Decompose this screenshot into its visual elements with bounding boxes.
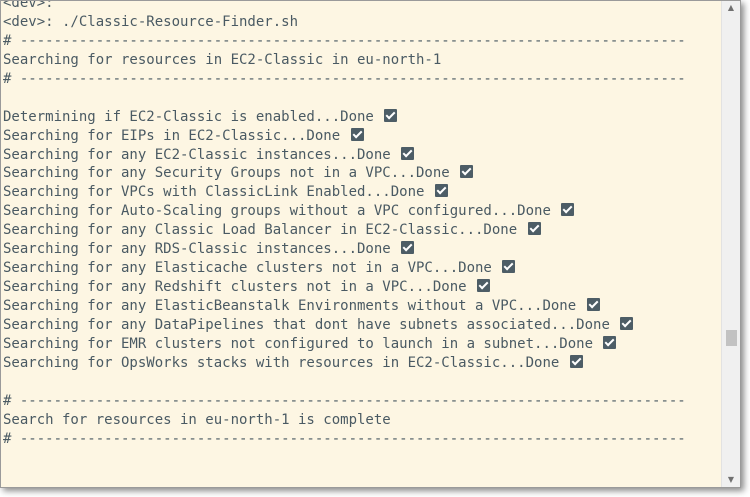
terminal-line	[3, 89, 721, 108]
terminal-line: Search for resources in eu-north-1 is co…	[3, 411, 721, 430]
check-box-icon	[460, 165, 474, 179]
terminal-line-text: Searching for Auto-Scaling groups withou…	[3, 203, 551, 220]
terminal-line-text: Searching for any Redshift clusters not …	[3, 279, 467, 296]
terminal-line-text: <dev>:	[3, 0, 54, 11]
terminal-line: Searching for any Redshift clusters not …	[3, 278, 721, 297]
terminal-line-text: Searching for any ElasticBeanstalk Envir…	[3, 298, 577, 314]
terminal-line: # --------------------------------------…	[3, 32, 721, 51]
check-box-icon	[401, 146, 415, 160]
scroll-down-icon[interactable]: ▼	[727, 475, 735, 484]
terminal-line-text: # --------------------------------------…	[3, 392, 686, 409]
scroll-up-icon[interactable]: ▲	[727, 3, 735, 12]
terminal-line: Searching for any Classic Load Balancer …	[3, 221, 721, 240]
terminal-window: <dev>: <dev>: ./Classic-Resource-Finder.s…	[0, 0, 741, 488]
terminal-line-text: Searching for any Elasticache clusters n…	[3, 260, 492, 277]
terminal-line: Searching for any EC2-Classic instances.…	[3, 146, 721, 165]
terminal-line: Determining if EC2-Classic is enabled...…	[3, 108, 721, 127]
scrollbar-thumb[interactable]	[726, 330, 737, 346]
check-box-icon	[603, 335, 617, 349]
terminal-line: # --------------------------------------…	[3, 430, 721, 449]
terminal-line-text: Searching for OpsWorks stacks with resou…	[3, 354, 560, 371]
terminal-line: Searching for EMR clusters not configure…	[3, 335, 721, 354]
check-box-icon	[569, 354, 583, 368]
terminal-line: Searching for any Security Groups not in…	[3, 164, 721, 183]
terminal-line-text: Searching for resources in EC2-Classic i…	[3, 51, 442, 68]
check-box-icon	[620, 316, 634, 330]
terminal-line-text: # --------------------------------------…	[3, 70, 686, 87]
terminal-line: <dev>: ./Classic-Resource-Finder.sh	[3, 13, 721, 32]
check-box-icon	[561, 203, 575, 217]
check-box-icon	[527, 222, 541, 236]
check-box-icon	[477, 279, 491, 293]
terminal-line-text: Searching for any Security Groups not in…	[3, 165, 450, 182]
terminal-line-text: # --------------------------------------…	[3, 430, 686, 447]
terminal-line-text: Searching for any RDS-Classic instances.…	[3, 241, 391, 258]
vertical-scrollbar[interactable]: ▲ ▼	[721, 1, 740, 487]
terminal-line-text: Searching for any EC2-Classic instances.…	[3, 146, 391, 163]
terminal-line: <dev>:	[3, 0, 721, 13]
check-box-icon	[401, 241, 415, 255]
check-box-icon	[384, 108, 398, 122]
terminal-line: Searching for VPCs with ClassicLink Enab…	[3, 183, 721, 202]
terminal-output[interactable]: <dev>: <dev>: ./Classic-Resource-Finder.s…	[3, 0, 721, 449]
terminal-line-text: <dev>: ./Classic-Resource-Finder.sh	[3, 13, 299, 30]
terminal-line-text: Searching for EIPs in EC2-Classic...Done	[3, 127, 341, 144]
terminal-line-text: Searching for any Classic Load Balancer …	[3, 222, 518, 239]
terminal-line	[3, 373, 721, 392]
terminal-line: Searching for any DataPipelines that don…	[3, 316, 721, 335]
terminal-line: Searching for OpsWorks stacks with resou…	[3, 354, 721, 373]
terminal-line: # --------------------------------------…	[3, 392, 721, 411]
terminal-line: Searching for resources in EC2-Classic i…	[3, 51, 721, 70]
terminal-line-text: Searching for any DataPipelines that don…	[3, 316, 610, 333]
terminal-line-text: Searching for VPCs with ClassicLink Enab…	[3, 184, 425, 201]
terminal-line: Searching for EIPs in EC2-Classic...Done	[3, 127, 721, 146]
check-box-icon	[502, 260, 516, 274]
terminal-line: Searching for any Elasticache clusters n…	[3, 259, 721, 278]
terminal-line-text: Determining if EC2-Classic is enabled...…	[3, 108, 374, 125]
terminal-line: # --------------------------------------…	[3, 70, 721, 89]
terminal-line-text: Searching for EMR clusters not configure…	[3, 335, 594, 352]
check-box-icon	[586, 298, 600, 311]
terminal-line-text: Search for resources in eu-north-1 is co…	[3, 411, 391, 428]
check-box-icon	[350, 127, 364, 141]
terminal-line: Searching for Auto-Scaling groups withou…	[3, 202, 721, 221]
terminal-line: Searching for any RDS-Classic instances.…	[3, 240, 721, 259]
terminal-line: Searching for any ElasticBeanstalk Envir…	[3, 297, 721, 316]
terminal-line-text: # --------------------------------------…	[3, 32, 686, 49]
check-box-icon	[434, 184, 448, 198]
